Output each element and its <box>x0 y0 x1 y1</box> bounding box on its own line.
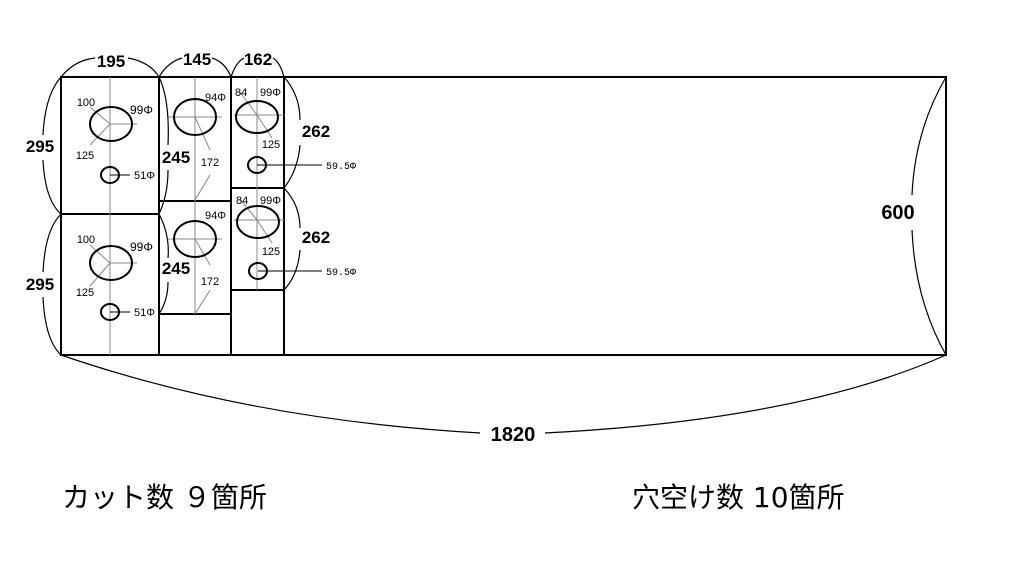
dim-col1-width: 195 <box>97 52 125 71</box>
label-hole-diameter: 99Φ <box>260 195 281 207</box>
label-hole-diameter: 99Φ <box>260 87 281 99</box>
dim-col1-height-top: 295 <box>26 137 54 156</box>
label-offset: 100 <box>77 97 95 109</box>
hole-large <box>173 220 217 258</box>
board-outline <box>60 76 947 356</box>
cut-count-caption: カット数 ９箇所 <box>62 481 267 514</box>
dim-board-width: 1820 <box>491 424 536 446</box>
dim-col3-width: 162 <box>244 50 272 69</box>
label-hole-diameter: 51Φ <box>134 307 155 319</box>
label-offset: 172 <box>201 276 219 288</box>
label-offset: 172 <box>201 157 219 169</box>
dim-col3-height-bottom: 262 <box>302 228 330 247</box>
hole-large <box>236 205 280 239</box>
holes <box>89 98 322 321</box>
hole-count-caption: 穴空け数 10箇所 <box>632 481 845 514</box>
dim-col2-width: 145 <box>183 50 211 69</box>
hole-large <box>173 98 217 136</box>
label-offset: 84 <box>236 195 248 207</box>
dimension-arcs <box>42 57 947 434</box>
label-offset: 125 <box>262 139 280 151</box>
label-offset: 100 <box>77 234 95 246</box>
label-hole-diameter: 94Φ <box>205 92 226 104</box>
cut-lines <box>61 77 285 355</box>
label-hole-diameter: 59.5Φ <box>326 162 356 173</box>
label-offset: 125 <box>262 246 280 258</box>
label-hole-diameter: 99Φ <box>130 103 153 117</box>
label-hole-diameter: 99Φ <box>130 240 153 254</box>
hole-large <box>89 245 133 281</box>
label-offset: 84 <box>235 87 247 99</box>
dim-col1-height-bottom: 295 <box>26 275 54 294</box>
label-hole-diameter: 94Φ <box>205 210 226 222</box>
label-offset: 125 <box>76 287 94 299</box>
hole-large <box>89 106 133 142</box>
dim-col2-height-bottom: 245 <box>162 259 190 278</box>
label-offset: 125 <box>76 150 94 162</box>
dim-board-height: 600 <box>881 202 914 224</box>
label-hole-diameter: 51Φ <box>134 170 155 182</box>
hole-large <box>235 100 279 134</box>
dim-col3-height-top: 262 <box>302 122 330 141</box>
dim-col2-height-top: 245 <box>162 148 190 167</box>
label-hole-diameter: 59.5Φ <box>326 268 356 279</box>
